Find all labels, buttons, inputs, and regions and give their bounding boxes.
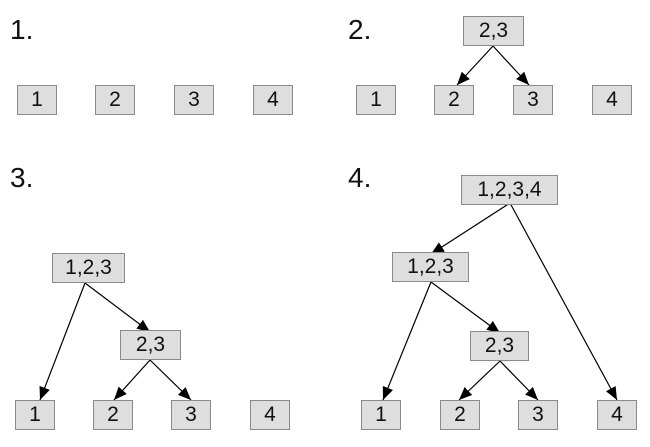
panel-3-node-1-2-3: 1,2,3 bbox=[52, 253, 125, 283]
panel-2-node-4: 4 bbox=[592, 85, 632, 115]
panel-3-node-1: 1 bbox=[15, 400, 55, 430]
panel-4-node-2-3: 2,3 bbox=[470, 331, 529, 361]
panel-1-node-2: 2 bbox=[95, 85, 135, 115]
edge-p4-1234-to-123 bbox=[430, 202, 511, 255]
panel-3-node-2: 2 bbox=[93, 400, 133, 430]
panel-1-node-1: 1 bbox=[17, 85, 57, 115]
edge-p2-23-to-3 bbox=[492, 45, 530, 86]
edge-p4-123-to-1 bbox=[382, 281, 432, 401]
edge-p4-23-to-2 bbox=[458, 360, 501, 401]
panel-2-node-2-3: 2,3 bbox=[463, 16, 524, 46]
edge-p4-1234-to-4 bbox=[509, 202, 618, 401]
edge-p3-23-to-3 bbox=[149, 359, 192, 401]
panel-3-node-3: 3 bbox=[171, 400, 211, 430]
panel-4-node-1: 1 bbox=[361, 400, 401, 430]
panel-4-node-2: 2 bbox=[440, 400, 480, 430]
panel-4-label: 4. bbox=[348, 162, 372, 193]
edge-p3-123-to-1 bbox=[39, 282, 86, 401]
edge-p3-23-to-2 bbox=[113, 359, 151, 401]
edge-p2-23-to-2 bbox=[456, 45, 494, 86]
panel-4-node-1-2-3: 1,2,3 bbox=[392, 252, 469, 282]
panel-2-node-1: 1 bbox=[356, 85, 396, 115]
panel-2-node-3: 3 bbox=[513, 85, 553, 115]
panel-1-node-4: 4 bbox=[253, 85, 293, 115]
edge-p4-123-to-23 bbox=[430, 281, 501, 334]
panel-2-label: 2. bbox=[348, 14, 372, 45]
panel-1-label: 1. bbox=[10, 14, 34, 45]
panel-3-node-2-3: 2,3 bbox=[120, 330, 181, 360]
panel-1-node-3: 3 bbox=[174, 85, 214, 115]
edge-p3-123-to-23 bbox=[84, 282, 151, 333]
panel-4-node-3: 3 bbox=[518, 400, 558, 430]
panel-3-node-4: 4 bbox=[250, 400, 290, 430]
edge-p4-23-to-3 bbox=[499, 360, 539, 401]
panel-4-node-1-2-3-4: 1,2,3,4 bbox=[461, 175, 558, 205]
panel-2-node-2: 2 bbox=[434, 85, 474, 115]
panel-4-node-4: 4 bbox=[597, 400, 637, 430]
panel-3-label: 3. bbox=[10, 162, 34, 193]
